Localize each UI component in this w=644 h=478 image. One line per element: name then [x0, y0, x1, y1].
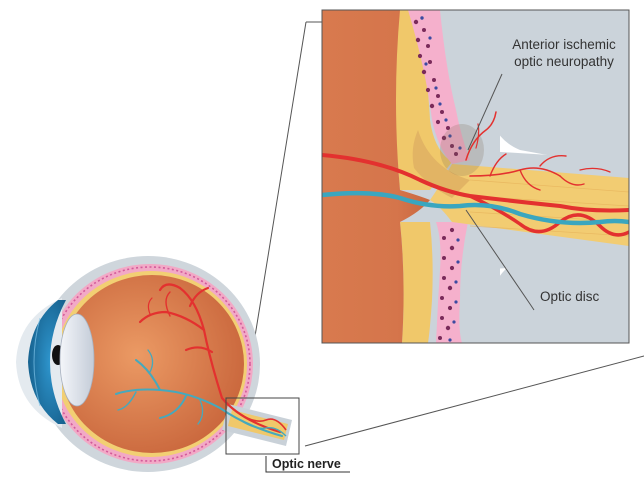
- anterior-ischemic-optic-neuropathy-label: Anterior ischemic optic neuropathy: [494, 36, 634, 70]
- optic-nerve-label: Optic nerve: [272, 457, 341, 471]
- retina-band-lower: [400, 222, 433, 343]
- lens: [60, 314, 94, 406]
- optic-disc-label: Optic disc: [540, 289, 599, 304]
- label-line-2: optic neuropathy: [494, 53, 634, 70]
- eyeball-cross-section: [16, 256, 292, 472]
- label-line-1: Anterior ischemic: [494, 36, 634, 53]
